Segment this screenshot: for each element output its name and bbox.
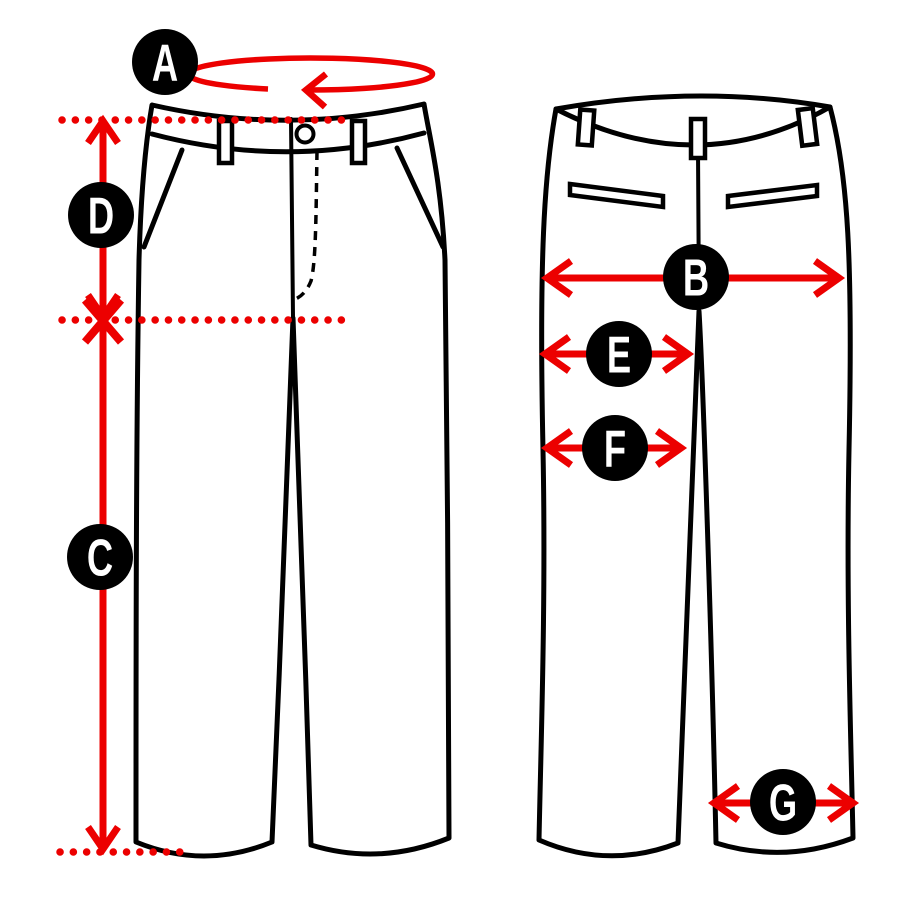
measure-badge-e: E xyxy=(586,321,652,387)
badge-letter: D xyxy=(88,186,114,245)
badge-letter: E xyxy=(607,325,631,384)
back-pocket-right xyxy=(725,182,820,210)
measure-badge-c: C xyxy=(67,524,133,590)
measure-badge-g: G xyxy=(750,769,816,835)
badge-circle xyxy=(582,415,648,481)
arrow-up-icon xyxy=(85,114,121,145)
arrow-right-icon xyxy=(661,334,695,374)
arrow-left-icon xyxy=(538,334,572,374)
badge-circle xyxy=(750,769,816,835)
front-silhouette xyxy=(133,101,452,859)
back-belt-loop-right xyxy=(795,105,820,149)
back-belt-loop-center xyxy=(688,116,708,161)
badge-circle xyxy=(68,182,134,248)
measure-badge-b: B xyxy=(663,244,729,310)
front-belt-loop-right xyxy=(349,118,368,166)
badge-letter: C xyxy=(87,528,113,587)
badge-circle xyxy=(132,29,198,95)
badge-circle xyxy=(663,244,729,310)
waist-tape-arrowhead xyxy=(300,71,329,110)
badge-letter: A xyxy=(152,33,178,92)
front-pocket-left xyxy=(141,147,185,250)
back-pocket-left xyxy=(567,181,666,210)
front-waist-button xyxy=(294,123,316,145)
badge-letter: F xyxy=(604,419,626,478)
arrow-left-icon xyxy=(540,258,574,298)
arrow-right-icon xyxy=(826,783,860,823)
pants-back-view xyxy=(536,93,856,859)
front-pocket-right xyxy=(394,145,446,250)
front-fly-stitch xyxy=(292,150,319,302)
measure-badge-a: A xyxy=(132,29,198,95)
arrow-left-icon xyxy=(540,428,574,468)
front-waistband-seam xyxy=(149,130,427,155)
badge-letter: B xyxy=(683,248,709,307)
arrow-left-icon xyxy=(707,783,741,823)
arrow-down-icon xyxy=(85,825,121,856)
badge-letter: G xyxy=(769,773,797,832)
arrow-right-icon xyxy=(654,428,688,468)
back-silhouette xyxy=(536,93,856,859)
badge-circle xyxy=(586,321,652,387)
arrow-right-icon xyxy=(812,258,846,298)
front-belt-loop-left xyxy=(216,118,235,166)
pants-front-view xyxy=(133,101,452,859)
front-center-seam xyxy=(289,117,295,319)
back-belt-loop-left xyxy=(575,107,597,148)
measure-badge-f: F xyxy=(582,415,648,481)
measure-badges: A B C D E F G xyxy=(67,29,816,835)
measure-badge-d: D xyxy=(68,182,134,248)
crotch-x-mark xyxy=(81,297,125,345)
badge-circle xyxy=(67,524,133,590)
